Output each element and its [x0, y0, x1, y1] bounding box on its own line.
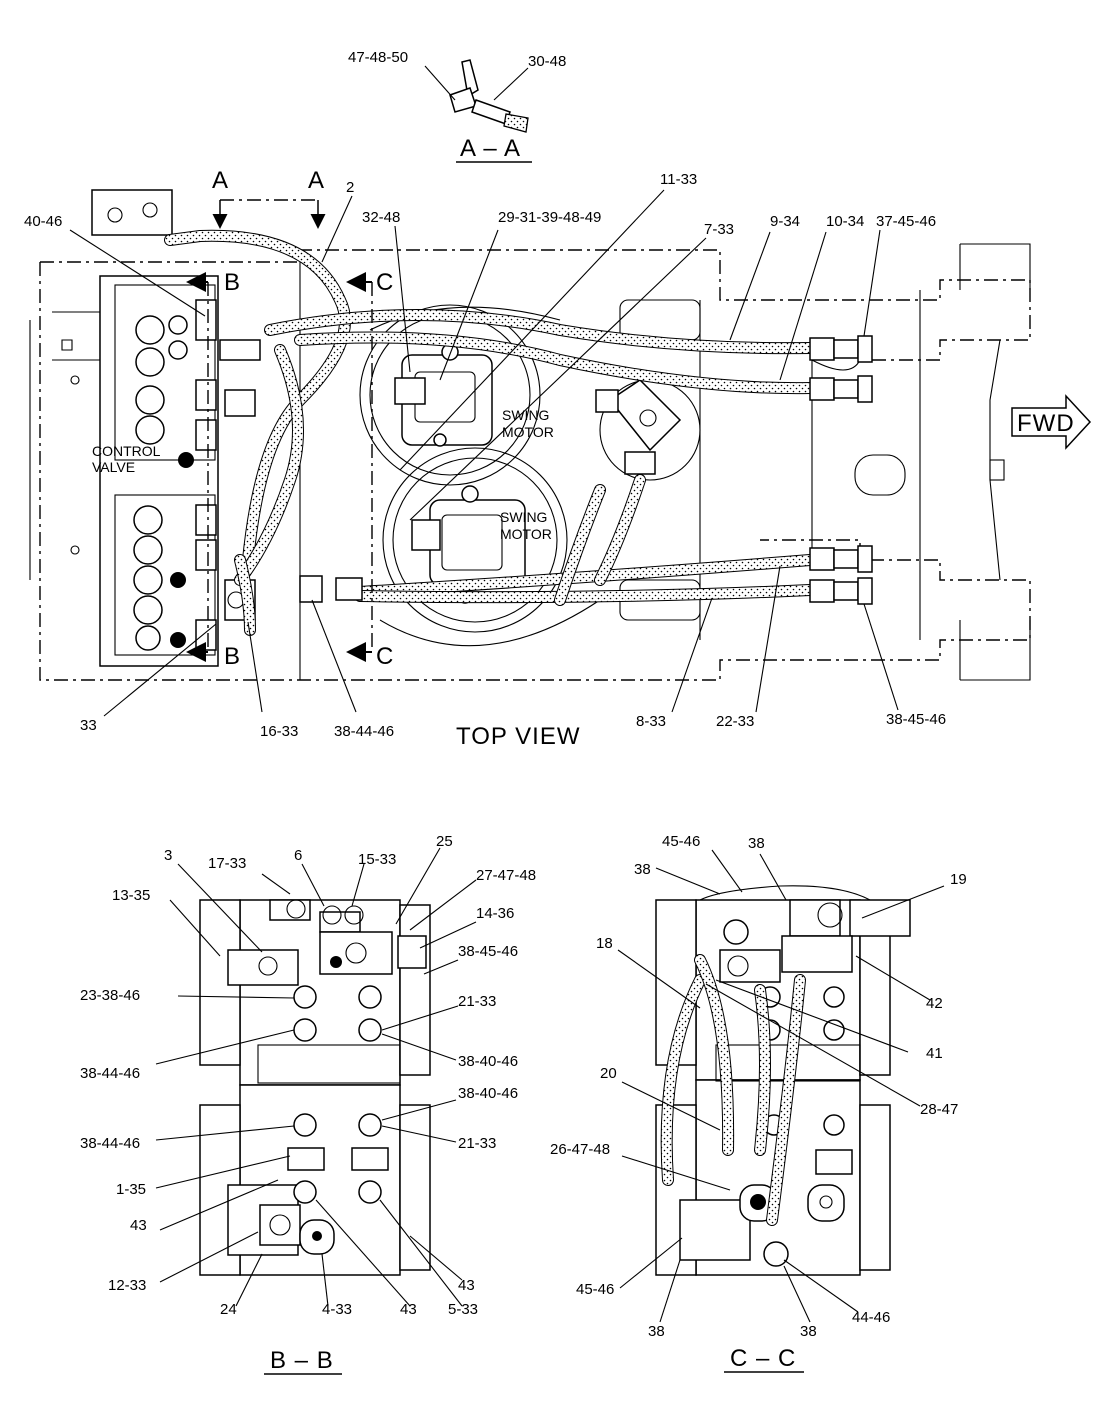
- bb-label-38-44-46-lower: 38-44-46: [80, 1135, 140, 1152]
- control-valve-label-2: VALVE: [92, 459, 135, 475]
- bb-label-15-33: 15-33: [358, 851, 396, 868]
- cc-port-flanges: [759, 986, 853, 1267]
- fitting-aa: [449, 59, 529, 133]
- section-mark-b-bottom: B: [224, 643, 241, 670]
- swing-motor-lower-label-2: MOTOR: [500, 526, 552, 542]
- section-aa: 47-48-50 30-48 A – A: [348, 49, 566, 163]
- bb-label-25: 25: [436, 833, 453, 850]
- swing-motor-upper-label-1: SWING: [502, 407, 549, 423]
- section-cc: 45-46 38 38 19 18 42 41 28-47 20 26-47-4…: [550, 833, 967, 1373]
- bb-label-5-33: 5-33: [448, 1301, 478, 1318]
- cc-label-26-47-48: 26-47-48: [550, 1141, 610, 1158]
- swivel-unit: [595, 379, 682, 475]
- bb-label-6: 6: [294, 847, 302, 864]
- swing-motor-lower: [411, 485, 526, 604]
- top-label-32-48: 32-48: [362, 209, 400, 226]
- cc-label-38-top-left: 38: [634, 861, 651, 878]
- top-label-40-46: 40-46: [24, 213, 62, 230]
- bb-label-12-33: 12-33: [108, 1277, 146, 1294]
- leaders-cc: [617, 849, 945, 1323]
- bb-label-17-33: 17-33: [208, 855, 246, 872]
- cc-label-45-46-bottom: 45-46: [576, 1281, 614, 1298]
- cc-hoses: [660, 885, 871, 1226]
- top-label-11-33: 11-33: [660, 171, 697, 188]
- top-label-22-33: 22-33: [716, 713, 754, 730]
- top-label-7-33: 7-33: [704, 221, 734, 238]
- section-mark-c-bottom: C: [376, 643, 394, 670]
- swing-motor-upper: [394, 343, 493, 447]
- top-view-title: TOP VIEW: [456, 723, 580, 750]
- bb-label-3: 3: [164, 847, 172, 864]
- top-label-9-34: 9-34: [770, 213, 800, 230]
- top-label-8-33: 8-33: [636, 713, 666, 730]
- top-label-10-34: 10-34: [826, 213, 864, 230]
- fwd-label: FWD: [1017, 410, 1075, 437]
- bb-title: B – B: [270, 1347, 334, 1374]
- bb-label-38-45-46: 38-45-46: [458, 943, 518, 960]
- section-mark-b-top: B: [224, 269, 241, 296]
- fwd-arrow: FWD: [1011, 394, 1092, 450]
- bb-label-27-47-48: 27-47-48: [476, 867, 536, 884]
- bb-port-flanges: [258, 899, 389, 1236]
- bb-valve-body: [199, 899, 431, 1276]
- section-cut-lines: [186, 199, 373, 662]
- control-valve: [91, 189, 261, 667]
- bb-label-4-33: 4-33: [322, 1301, 352, 1318]
- top-label-29-31-39-48-49: 29-31-39-48-49: [498, 209, 601, 226]
- hose-fittings-right: [299, 335, 873, 605]
- bb-label-43-bottom: 43: [400, 1301, 417, 1318]
- bb-label-21-33-lower: 21-33: [458, 1135, 496, 1152]
- bb-label-24: 24: [220, 1301, 237, 1318]
- cc-label-41: 41: [926, 1045, 943, 1062]
- section-bb: 3 17-33 6 15-33 25 13-35 27-47-48 14-36 …: [80, 833, 536, 1375]
- bb-label-43-left: 43: [130, 1217, 147, 1234]
- top-view: CONTROL VALVE SWING MOTOR SWING MOTOR: [24, 167, 1092, 750]
- cc-label-28-47: 28-47: [920, 1101, 958, 1118]
- swing-motor-upper-label-2: MOTOR: [502, 424, 554, 440]
- bb-label-1-35: 1-35: [116, 1181, 146, 1198]
- cc-title: C – C: [730, 1345, 796, 1372]
- leaders-top-view: [69, 189, 899, 717]
- top-label-38-45-46: 38-45-46: [886, 711, 946, 728]
- bb-label-14-36: 14-36: [476, 905, 514, 922]
- bb-label-23-38-46: 23-38-46: [80, 987, 140, 1004]
- aa-label-2: 30-48: [528, 53, 566, 70]
- bb-label-43-right: 43: [458, 1277, 475, 1294]
- section-mark-c-top: C: [376, 269, 394, 296]
- cc-label-38-top-right: 38: [748, 835, 765, 852]
- cc-label-44-46: 44-46: [852, 1309, 890, 1326]
- section-mark-a-left: A: [212, 167, 229, 194]
- cc-label-18: 18: [596, 935, 613, 952]
- cc-label-38-bottom-left: 38: [648, 1323, 665, 1340]
- bb-label-13-35: 13-35: [112, 887, 150, 904]
- cc-label-45-46-top: 45-46: [662, 833, 700, 850]
- top-label-38-44-46: 38-44-46: [334, 723, 394, 740]
- section-mark-a-right: A: [308, 167, 325, 194]
- top-label-33: 33: [80, 717, 97, 734]
- aa-label-1: 47-48-50: [348, 49, 408, 66]
- hoses-top-view: [164, 229, 816, 636]
- cc-label-38-bottom-right: 38: [800, 1323, 817, 1340]
- swing-motor-lower-label-1: SWING: [500, 509, 547, 525]
- bb-label-38-40-46-upper: 38-40-46: [458, 1053, 518, 1070]
- top-label-37-45-46: 37-45-46: [876, 213, 936, 230]
- cc-label-20: 20: [600, 1065, 617, 1082]
- bb-label-38-44-46-upper: 38-44-46: [80, 1065, 140, 1082]
- top-label-16-33: 16-33: [260, 723, 298, 740]
- control-valve-label-1: CONTROL: [92, 443, 161, 459]
- cc-label-19: 19: [950, 871, 967, 888]
- bb-label-38-40-46-lower: 38-40-46: [458, 1085, 518, 1102]
- top-label-2: 2: [346, 179, 354, 196]
- bb-label-21-33-upper: 21-33: [458, 993, 496, 1010]
- cc-label-42: 42: [926, 995, 943, 1012]
- aa-title: A – A: [460, 135, 521, 162]
- leaders-bb: [155, 847, 477, 1307]
